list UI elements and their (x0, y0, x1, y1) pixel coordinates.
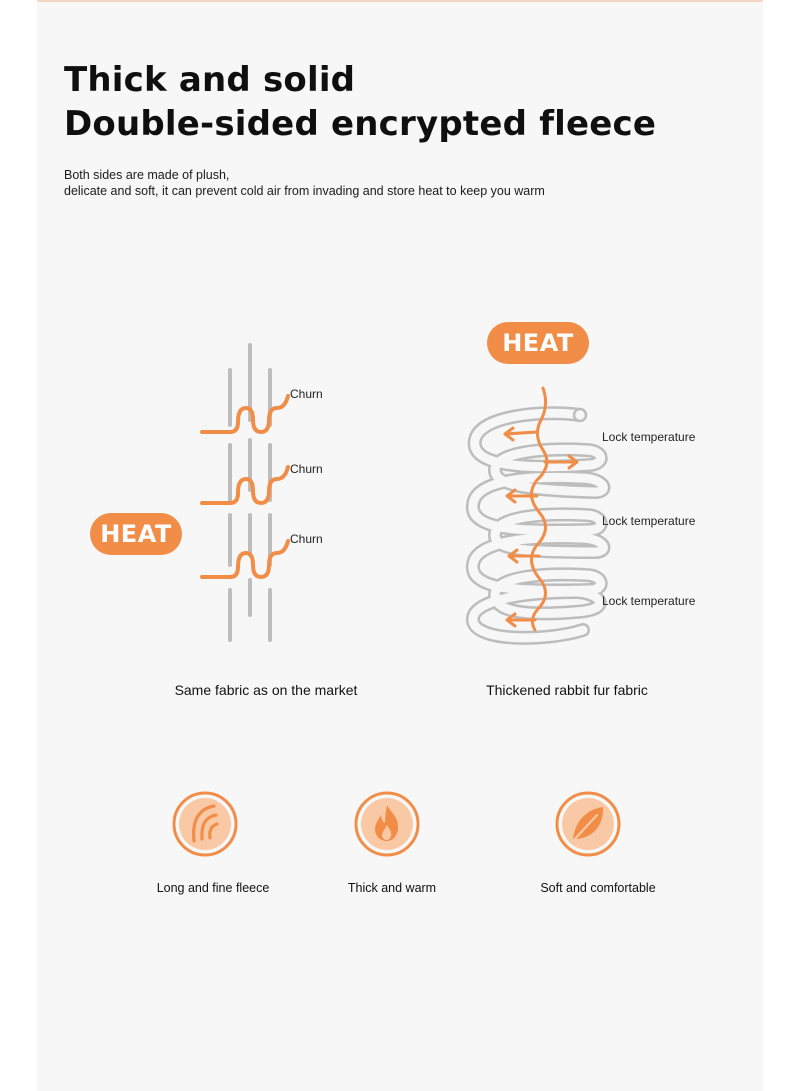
description-line-1: Both sides are made of plush, (64, 168, 230, 182)
caption-left: Same fabric as on the market (174, 682, 358, 698)
feature-label-warm: Thick and warm (347, 881, 437, 895)
churn-label-3: Churn (290, 532, 323, 546)
lock-temperature-label-2: Lock temperature (602, 514, 696, 528)
fleece-icon (172, 791, 238, 857)
lock-temperature-label-3: Lock temperature (602, 594, 696, 608)
flame-icon (354, 791, 420, 857)
description-line-2: delicate and soft, it can prevent cold a… (64, 184, 545, 198)
heat-badge-left: HEAT (90, 513, 182, 555)
feature-label-soft: Soft and comfortable (540, 881, 656, 895)
standard-fabric-diagram (200, 343, 290, 642)
rabbit-fur-spiral-diagram (465, 386, 611, 645)
churn-label-2: Churn (290, 462, 323, 476)
caption-right: Thickened rabbit fur fabric (486, 682, 648, 698)
heat-badge-right: HEAT (487, 322, 589, 364)
lock-temperature-label-1: Lock temperature (602, 430, 696, 444)
churn-label-1: Churn (290, 387, 323, 401)
top-accent-line (37, 0, 763, 2)
title-line-1: Thick and solid (64, 60, 356, 100)
title-line-2: Double-sided encrypted fleece (64, 104, 657, 144)
leaf-icon (555, 791, 621, 857)
feature-label-fleece: Long and fine fleece (156, 881, 270, 895)
